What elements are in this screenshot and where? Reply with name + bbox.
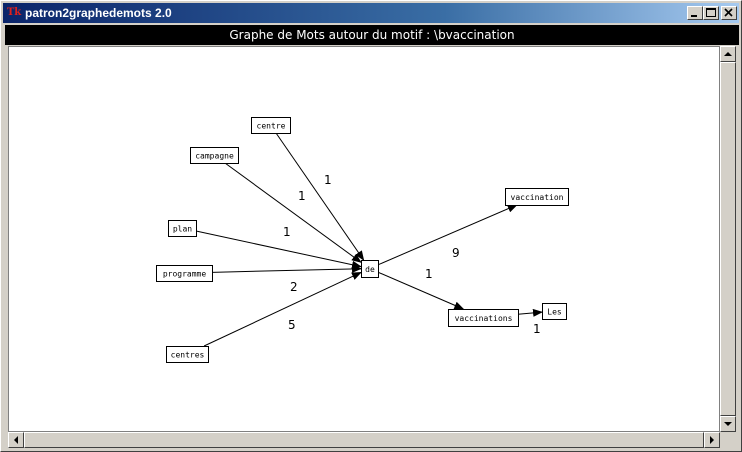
vertical-scroll-thumb[interactable] bbox=[720, 62, 736, 416]
node-Les[interactable]: Les bbox=[542, 303, 567, 320]
graph-header: Graphe de Mots autour du motif : \bvacci… bbox=[5, 25, 739, 45]
node-label: vaccination bbox=[511, 193, 564, 202]
horizontal-scrollbar[interactable] bbox=[8, 432, 720, 448]
edge-weight-centres-de: 5 bbox=[288, 318, 296, 332]
scroll-up-button[interactable] bbox=[720, 46, 736, 62]
window-title: patron2graphedemots 2.0 bbox=[25, 6, 172, 20]
scrollbar-corner bbox=[720, 432, 736, 448]
edge-weight-programme-de: 2 bbox=[290, 280, 298, 294]
maximize-button[interactable] bbox=[703, 6, 719, 20]
edge-centre-de bbox=[275, 132, 365, 261]
node-label: centres bbox=[171, 351, 205, 360]
tk-app-icon[interactable]: Tk bbox=[6, 7, 22, 18]
arrow-right-icon bbox=[710, 436, 714, 444]
edge-weight-vaccinations-Les: 1 bbox=[533, 322, 541, 336]
node-box[interactable] bbox=[166, 346, 209, 363]
edge-campagne-de bbox=[224, 162, 362, 263]
node-box[interactable] bbox=[448, 309, 519, 327]
edge-weight-de-vaccinations: 1 bbox=[425, 267, 433, 281]
node-label: plan bbox=[173, 225, 192, 234]
edge-weight-de-vaccination: 9 bbox=[452, 246, 460, 260]
node-vaccination[interactable]: vaccination bbox=[505, 188, 569, 206]
arrow-down-icon bbox=[724, 422, 732, 426]
close-icon bbox=[724, 8, 733, 17]
edge-programme-de bbox=[211, 264, 362, 273]
edge-centres-de bbox=[203, 272, 362, 347]
title-bar[interactable]: Tk patron2graphedemots 2.0 bbox=[3, 3, 739, 23]
edge-weight-centre-de: 1 bbox=[324, 173, 332, 187]
edge-weight-plan-de: 1 bbox=[283, 225, 291, 239]
node-vaccinations[interactable]: vaccinations bbox=[448, 309, 519, 327]
vertical-scrollbar[interactable] bbox=[720, 46, 736, 432]
scroll-right-button[interactable] bbox=[704, 432, 720, 448]
node-box[interactable] bbox=[542, 303, 567, 320]
edge-weight-campagne-de: 1 bbox=[298, 189, 306, 203]
scroll-left-button[interactable] bbox=[8, 432, 24, 448]
node-label: centre bbox=[257, 122, 286, 131]
close-button[interactable] bbox=[721, 6, 737, 20]
node-de[interactable]: de bbox=[361, 260, 379, 278]
node-box[interactable] bbox=[251, 117, 291, 134]
horizontal-scroll-thumb[interactable] bbox=[24, 432, 704, 448]
scroll-down-button[interactable] bbox=[720, 416, 736, 432]
node-label: de bbox=[365, 265, 375, 274]
node-box[interactable] bbox=[190, 147, 239, 164]
node-label: programme bbox=[163, 270, 207, 279]
node-box[interactable] bbox=[156, 265, 213, 282]
word-graph: 1 1 1 2 5 9 1 1 centre campagne plan programme cent… bbox=[156, 117, 569, 363]
maximize-icon bbox=[706, 8, 716, 17]
node-centres[interactable]: centres bbox=[166, 346, 209, 363]
minimize-button[interactable] bbox=[687, 6, 703, 20]
node-label: campagne bbox=[195, 152, 234, 161]
node-box[interactable] bbox=[168, 220, 197, 237]
node-label: Les bbox=[547, 308, 562, 317]
minimize-icon bbox=[691, 15, 697, 17]
node-box[interactable] bbox=[361, 260, 379, 278]
node-box[interactable] bbox=[505, 188, 569, 206]
node-programme[interactable]: programme bbox=[156, 265, 213, 282]
node-label: vaccinations bbox=[455, 314, 513, 323]
edge-vaccinations-Les bbox=[517, 308, 543, 317]
arrow-up-icon bbox=[724, 52, 732, 56]
edge-de-vaccinations bbox=[377, 271, 465, 310]
node-campagne[interactable]: campagne bbox=[190, 147, 239, 164]
arrow-left-icon bbox=[14, 436, 18, 444]
node-plan[interactable]: plan bbox=[168, 220, 197, 237]
edge-de-vaccination bbox=[377, 204, 518, 266]
graph-canvas[interactable]: 1 1 1 2 5 9 1 1 centre campagne plan programme cent… bbox=[8, 46, 720, 432]
node-centre[interactable]: centre bbox=[251, 117, 291, 134]
edge-plan-de bbox=[195, 230, 362, 269]
